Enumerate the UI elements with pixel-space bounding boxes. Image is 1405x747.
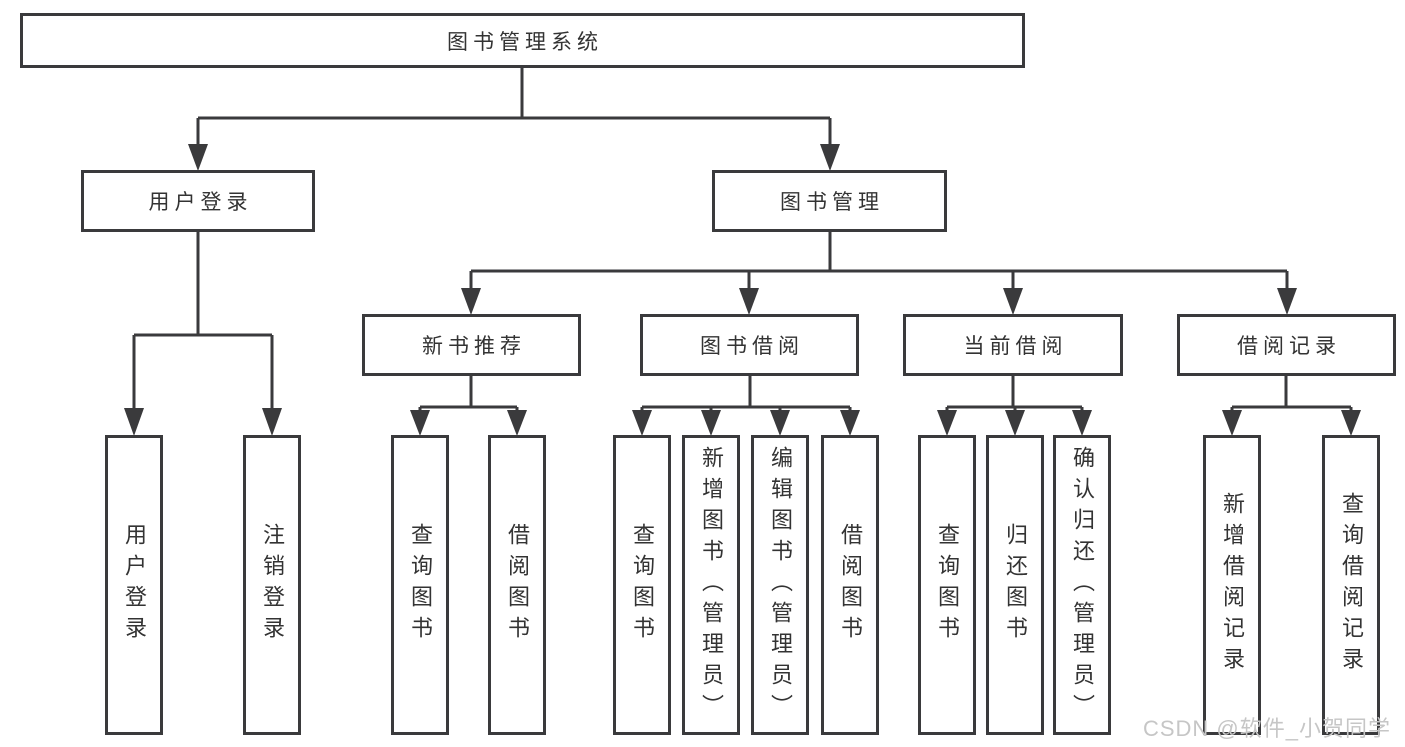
arrowhead-icon xyxy=(1341,410,1361,436)
leaf-query-book-recommend-label: 查询图书 xyxy=(408,523,433,647)
node-current-borrow: 当前借阅 xyxy=(903,314,1123,376)
leaf-borrow-book-recommend: 借阅图书 xyxy=(488,435,546,735)
leaf-query-borrow-record: 查询借阅记录 xyxy=(1322,435,1380,735)
connector-borrow-records xyxy=(1230,376,1353,412)
arrowhead-icon xyxy=(701,410,721,436)
node-book-borrow-label: 图书借阅 xyxy=(700,335,804,358)
arrowhead-icon xyxy=(1005,410,1025,436)
connector-book-management xyxy=(469,232,1289,290)
leaf-user-login-label: 用户登录 xyxy=(122,523,147,647)
leaf-confirm-return-admin-label: 确认归还（管理员） xyxy=(1070,445,1095,725)
leaf-confirm-return-admin: 确认归还（管理员） xyxy=(1053,435,1111,735)
arrowhead-icon xyxy=(188,144,208,171)
arrowhead-icon xyxy=(840,410,860,436)
node-borrow-records: 借阅记录 xyxy=(1177,314,1396,376)
node-new-book-recommend: 新书推荐 xyxy=(362,314,581,376)
connector-paths xyxy=(132,68,1353,412)
arrowhead-icon xyxy=(739,288,759,315)
leaf-query-book-current: 查询图书 xyxy=(918,435,976,735)
arrowhead-icon xyxy=(124,408,144,436)
node-current-borrow-label: 当前借阅 xyxy=(963,335,1068,358)
leaf-borrow-book: 借阅图书 xyxy=(821,435,879,735)
leaf-return-book-label: 归还图书 xyxy=(1003,523,1028,647)
node-library-system-label: 图书管理系统 xyxy=(447,30,603,54)
node-user-login: 用户登录 xyxy=(81,170,315,232)
connector-current-borrow xyxy=(945,376,1084,412)
node-book-borrow: 图书借阅 xyxy=(640,314,859,376)
leaf-user-login: 用户登录 xyxy=(105,435,163,735)
leaf-add-book-admin-label: 新增图书（管理员） xyxy=(699,445,724,725)
connector-new-book-recommend xyxy=(418,376,519,412)
leaf-logout-login: 注销登录 xyxy=(243,435,301,735)
leaf-edit-book-admin-label: 编辑图书（管理员） xyxy=(768,445,793,725)
node-borrow-records-label: 借阅记录 xyxy=(1237,335,1341,358)
arrowhead-icon xyxy=(410,410,430,436)
connector-book-borrow xyxy=(640,376,852,412)
arrowheads xyxy=(124,144,1361,436)
node-book-management: 图书管理 xyxy=(712,170,947,232)
arrowhead-icon xyxy=(461,288,481,315)
arrowhead-icon xyxy=(1003,288,1023,315)
leaf-logout-login-label: 注销登录 xyxy=(260,523,285,647)
leaf-return-book: 归还图书 xyxy=(986,435,1044,735)
arrowhead-icon xyxy=(820,144,840,171)
leaf-borrow-book-label: 借阅图书 xyxy=(838,523,863,647)
arrowhead-icon xyxy=(507,410,527,436)
node-user-login-label: 用户登录 xyxy=(148,191,253,214)
leaf-query-borrow-record-label: 查询借阅记录 xyxy=(1339,492,1364,678)
arrowhead-icon xyxy=(770,410,790,436)
leaf-query-book-current-label: 查询图书 xyxy=(935,523,960,647)
node-library-system: 图书管理系统 xyxy=(20,13,1025,68)
leaf-query-book-recommend: 查询图书 xyxy=(391,435,449,735)
leaf-add-borrow-record: 新增借阅记录 xyxy=(1203,435,1261,735)
connector-root xyxy=(196,68,832,146)
connector-user-login xyxy=(132,232,274,410)
arrowhead-icon xyxy=(1277,288,1297,315)
leaf-edit-book-admin: 编辑图书（管理员） xyxy=(751,435,809,735)
arrowhead-icon xyxy=(1222,410,1242,436)
arrowhead-icon xyxy=(632,410,652,436)
leaf-borrow-book-recommend-label: 借阅图书 xyxy=(505,523,530,647)
leaf-query-book-borrow-label: 查询图书 xyxy=(630,523,655,647)
arrowhead-icon xyxy=(1072,410,1092,436)
arrowhead-icon xyxy=(937,410,957,436)
leaf-query-book-borrow: 查询图书 xyxy=(613,435,671,735)
node-new-book-recommend-label: 新书推荐 xyxy=(422,335,526,358)
watermark: CSDN @软件_小贺同学 xyxy=(1142,716,1391,741)
node-book-management-label: 图书管理 xyxy=(780,191,884,214)
arrowhead-icon xyxy=(262,408,282,436)
leaf-add-book-admin: 新增图书（管理员） xyxy=(682,435,740,735)
leaf-add-borrow-record-label: 新增借阅记录 xyxy=(1220,492,1245,678)
